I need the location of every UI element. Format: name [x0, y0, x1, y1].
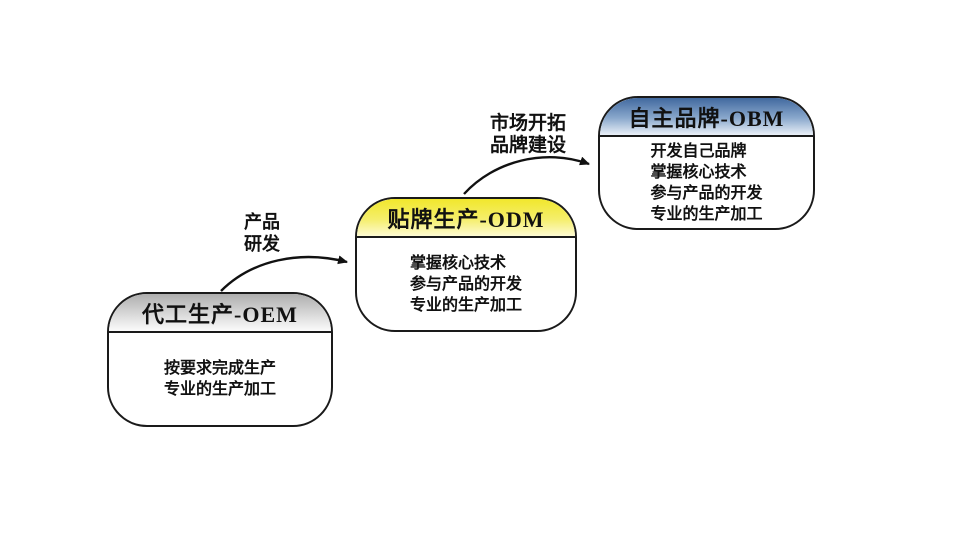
arrow-label-product-rd: 产品 研发: [222, 211, 302, 255]
odm-body-text: 掌握核心技术 参与产品的开发 专业的生产加工: [410, 253, 522, 316]
oem-body-text: 按要求完成生产 专业的生产加工: [164, 358, 276, 400]
obm-body-line: 开发自己品牌: [650, 142, 747, 160]
odm-body-line: 专业的生产加工: [409, 296, 522, 314]
arrow-label-market-brand: 市场开拓 品牌建设: [482, 113, 574, 157]
obm-header: 自主品牌-OBM: [600, 98, 813, 137]
oem-body-line: 按要求完成生产: [163, 360, 276, 377]
odm-box: 贴牌生产-ODM 掌握核心技术 参与产品的开发 专业的生产加工: [355, 197, 577, 332]
arrow-oem-to-odm-curve: [220, 255, 348, 292]
arrow-label-line: 品牌建设: [489, 135, 566, 156]
oem-body: 按要求完成生产 专业的生产加工: [109, 333, 331, 425]
obm-body-line: 专业的生产加工: [650, 205, 763, 223]
oem-box: 代工生产-OEM 按要求完成生产 专业的生产加工: [107, 292, 333, 427]
arrow-label-line: 研发: [244, 234, 280, 254]
odm-body-line: 掌握核心技术: [409, 254, 506, 272]
obm-body-line: 掌握核心技术: [650, 163, 747, 181]
odm-body-line: 参与产品的开发: [409, 275, 522, 293]
odm-body: 掌握核心技术 参与产品的开发 专业的生产加工: [357, 238, 575, 330]
obm-body-line: 参与产品的开发: [650, 184, 763, 202]
obm-body-text: 开发自己品牌 掌握核心技术 参与产品的开发 专业的生产加工: [650, 141, 762, 225]
arrow-odm-to-obm-curve: [463, 156, 590, 195]
odm-header: 贴牌生产-ODM: [357, 199, 575, 238]
arrow-label-line: 市场开拓: [489, 113, 566, 134]
arrow-label-line: 产品: [244, 212, 280, 232]
obm-box: 自主品牌-OBM 开发自己品牌 掌握核心技术 参与产品的开发 专业的生产加工: [598, 96, 815, 230]
oem-header: 代工生产-OEM: [109, 294, 331, 333]
oem-body-line: 专业的生产加工: [163, 381, 276, 398]
obm-body: 开发自己品牌 掌握核心技术 参与产品的开发 专业的生产加工: [600, 137, 813, 228]
